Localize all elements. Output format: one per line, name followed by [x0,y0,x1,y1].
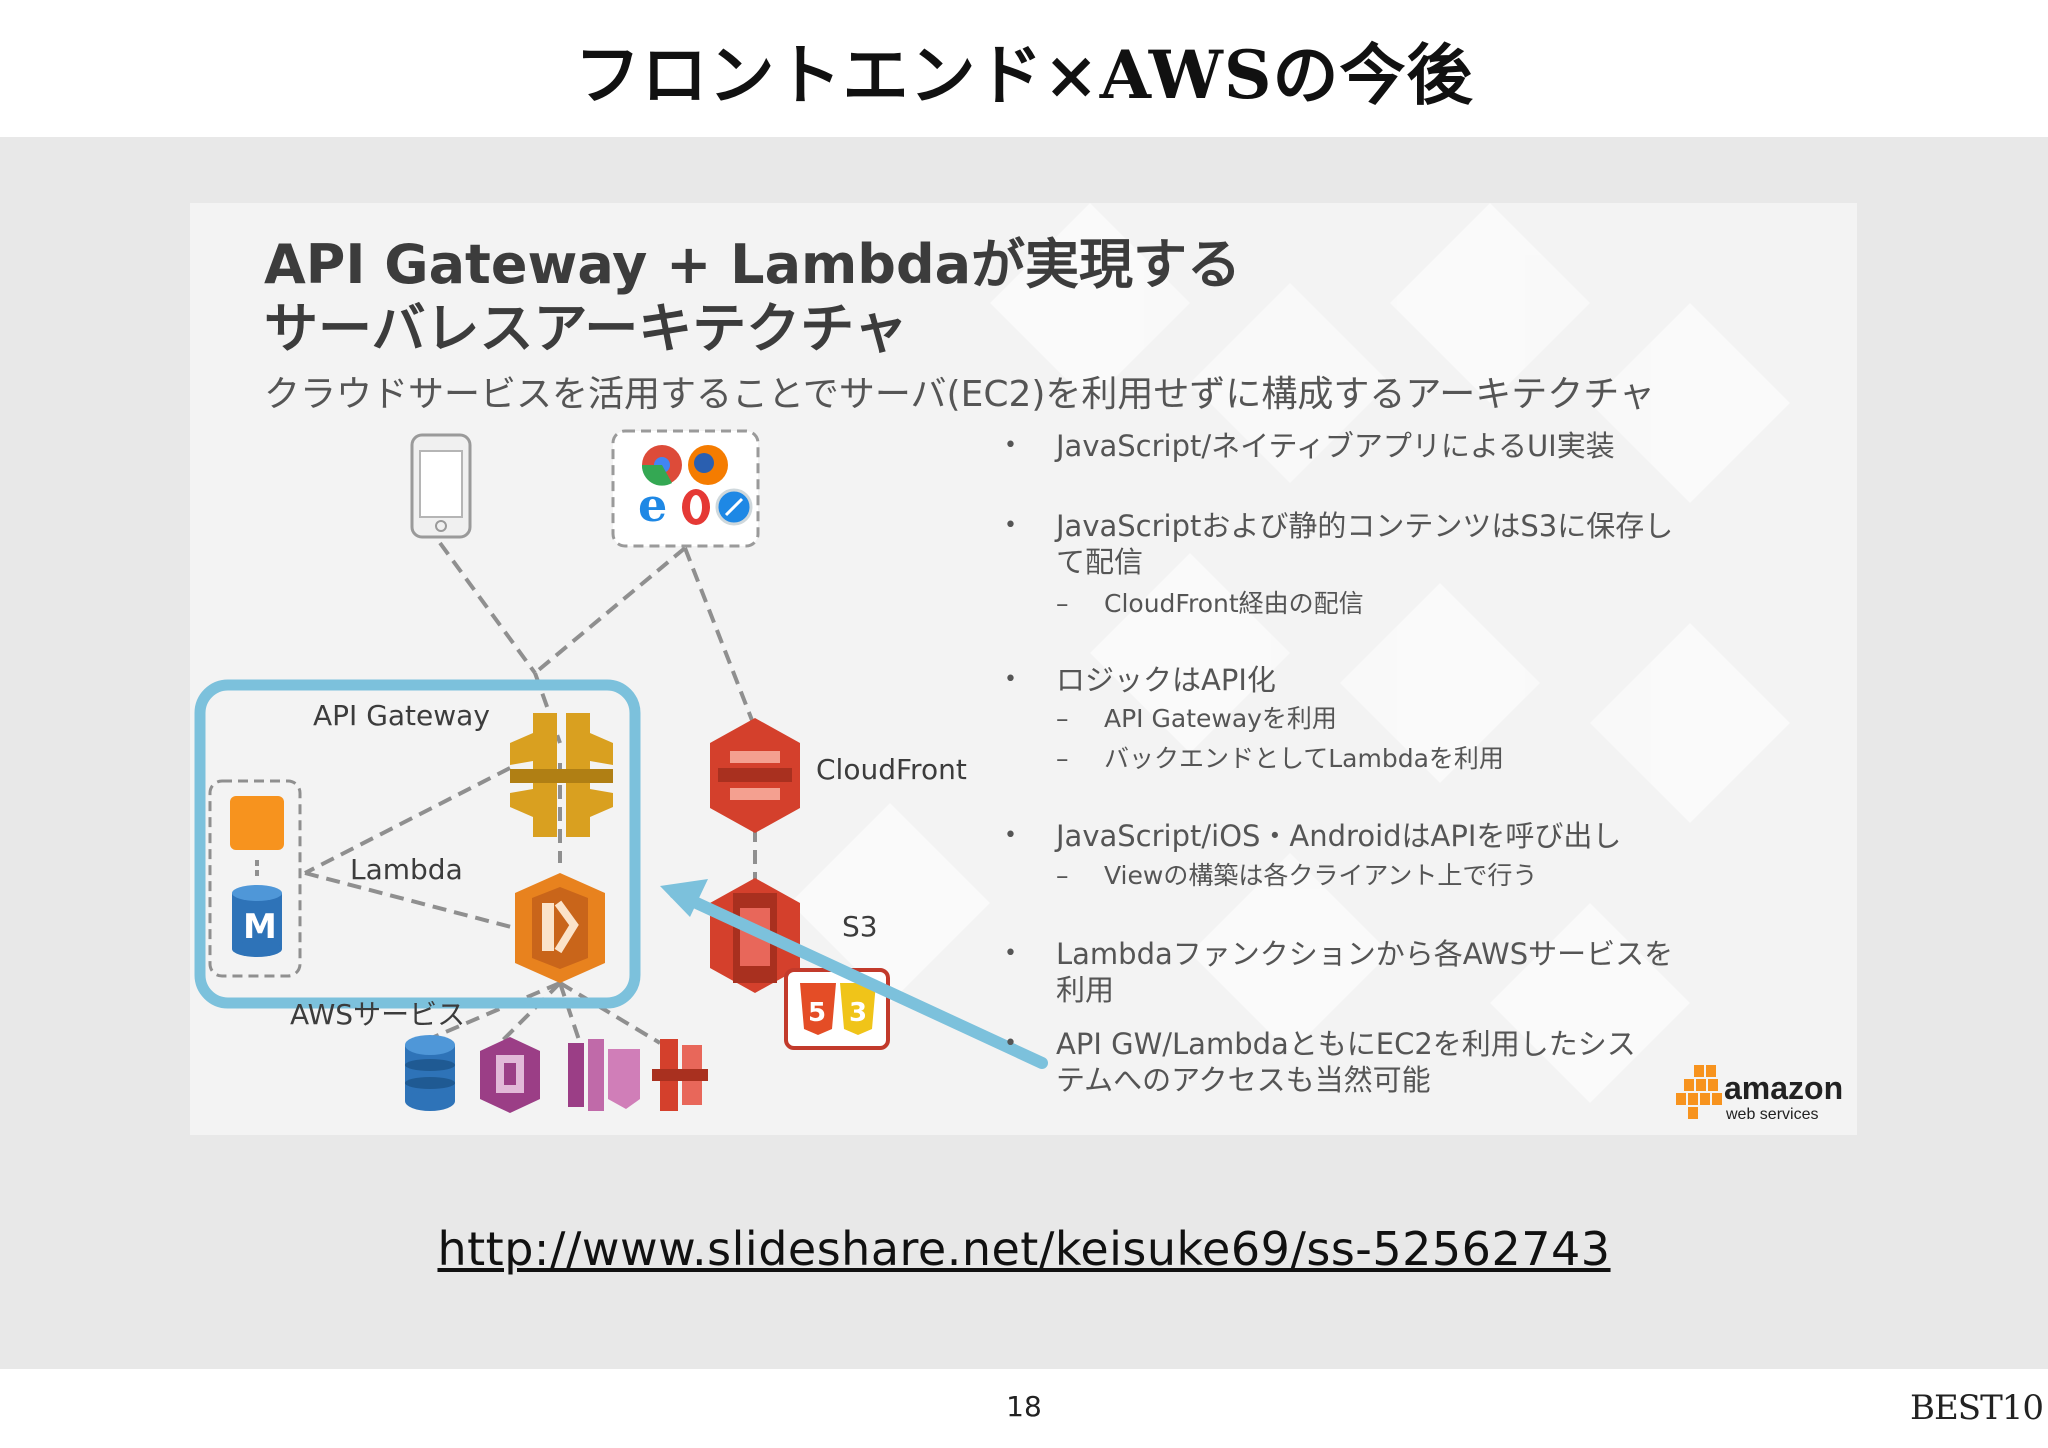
s3-label: S3 [842,910,878,943]
aws-logo: amazon web services [1676,1065,1843,1123]
svg-text:5: 5 [808,998,826,1028]
aws-logo-sub: web services [1725,1106,1818,1123]
page-footer [0,1369,2048,1448]
lambda-function-group: M [208,779,302,978]
database-letter: M [243,907,277,947]
dynamodb-icon [405,1035,455,1111]
sub-bullet-dash: – [1056,861,1069,890]
api-gateway-label: API Gateway [313,699,490,732]
lambda-label: Lambda [350,853,463,886]
aws-cubes-icon [1676,1065,1722,1119]
lambda-function-icon [230,796,284,850]
brand-logo: BEST10 [1910,1388,2044,1428]
bullet-text: Lambdaファンクションから各AWSサービスを利用 [1056,937,1674,1007]
page-number: 18 [1006,1390,1042,1423]
embedded-slide: API Gateway + Lambdaが実現する サーバレスアーキテクチャ ク… [190,203,1857,1135]
sns-icon [652,1039,708,1111]
slide-subtitle: クラウドサービスを活用することでサーバ(EC2)を利用せずに構成するアーキテクチ… [264,374,1655,415]
sub-bullet-dash: – [1056,744,1069,773]
architecture-diagram: e [194,429,1048,1113]
aws-services-label: AWSサービス [290,998,466,1031]
cloudfront-label: CloudFront [816,753,967,786]
svg-text:3: 3 [849,998,867,1028]
bullet-text: JavaScriptおよび静的コンテンツはS3に保存して配信 [1056,509,1674,579]
api-gateway-icon [510,713,613,837]
sub-bullet-text: バックエンドとしてLambdaを利用 [1104,744,1504,773]
source-link[interactable]: http://www.slideshare.net/keisuke69/ss-5… [437,1222,1611,1276]
bullet-item: • Lambdaファンクションから各AWSサービスを利用 [1004,936,1676,1008]
smartphone-icon [410,433,472,539]
bullet-dot: • [1004,1031,1017,1056]
bullet-text: JavaScript/iOS・AndroidはAPIを呼び出し [1056,819,1622,853]
slide-title-line-1: API Gateway + Lambdaが実現する [264,233,1242,296]
sub-bullet-dash: – [1056,704,1069,733]
bullet-item: • ロジックはAPI化 [1004,662,1696,698]
cloudfront-icon [710,718,800,833]
bullet-dot: • [1004,513,1017,538]
sub-bullet-text: API Gatewayを利用 [1104,704,1337,733]
aws-logo-word: amazon [1724,1070,1843,1106]
slide-background-pattern [190,203,1857,1135]
highlight-arrow [660,879,1048,1069]
kinesis-icon [568,1039,640,1111]
bullet-item: • JavaScript/iOS・AndroidはAPIを呼び出し [1004,818,1696,854]
cognito-icon [480,1037,540,1113]
sub-bullet-text: Viewの構築は各クライアント上で行う [1104,861,1538,890]
diagram-connectors [304,541,757,1045]
slide-title-line-2: サーバレスアーキテクチャ [264,297,908,360]
browsers-icon: e [611,429,760,548]
bullet-dot: • [1004,941,1017,966]
bullet-text: ロジックはAPI化 [1056,663,1276,697]
svg-text:e: e [638,478,667,532]
bullet-item: • JavaScriptおよび静的コンテンツはS3に保存して配信 [1004,508,1676,580]
sub-bullet-text: CloudFront経由の配信 [1104,589,1364,618]
page-header: フロントエンド×AWSの今後 [0,0,2048,137]
sub-bullet-dash: – [1056,589,1069,618]
lambda-icon [515,873,605,983]
bullet-text: JavaScript/ネイティブアプリによるUI実装 [1056,429,1615,463]
page-title: フロントエンド×AWSの今後 [574,36,1474,114]
bullet-dot: • [1004,823,1017,848]
bullet-item: • API GW/LambdaともにEC2を利用したシステムへのアクセスも当然可… [1004,1026,1636,1098]
bullet-dot: • [1004,667,1017,692]
bullet-dot: • [1004,433,1017,458]
bullet-item: • JavaScript/ネイティブアプリによるUI実装 [1004,428,1696,464]
database-icon: M [232,885,282,957]
bullet-text: API GW/LambdaともにEC2を利用したシステムへのアクセスも当然可能 [1056,1027,1636,1097]
slide-title: API Gateway + Lambdaが実現する サーバレスアーキテクチャ [264,233,1241,361]
highlight-box [194,679,641,1009]
